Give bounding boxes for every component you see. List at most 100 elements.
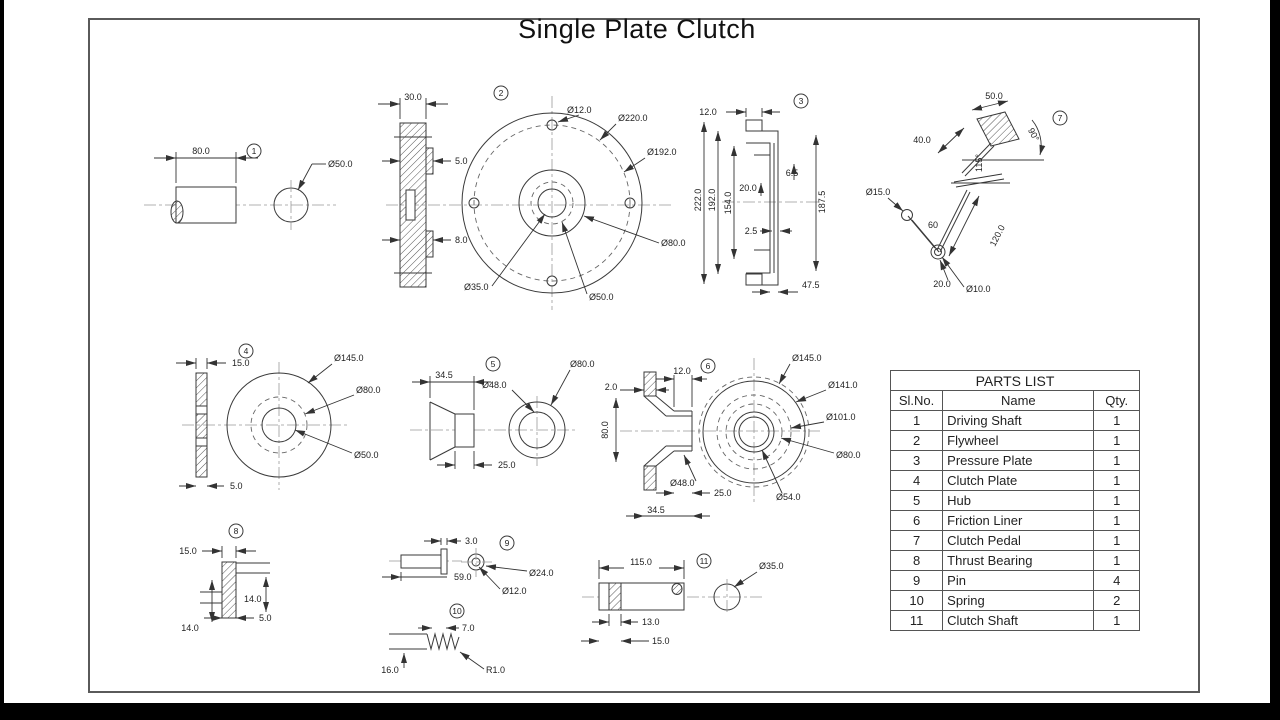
dim-label: 14.0: [181, 623, 199, 633]
dim-label: 222.0: [693, 189, 703, 212]
balloon-10: 10: [449, 603, 465, 619]
dim-label: 187.5: [817, 191, 827, 214]
part2-flywheel-view: 30.0 5.0 8.0 Ø12.0 Ø220.0: [378, 85, 686, 310]
dim-label: 7.0: [462, 623, 475, 633]
dim-label: Ø80.0: [836, 450, 861, 460]
dim-label: 34.5: [435, 370, 453, 380]
dim-label: Ø50.0: [354, 450, 379, 460]
dim-label: 5.0: [259, 613, 272, 623]
dim-label: Ø35.0: [464, 282, 489, 292]
parts-list-header-row: Sl.No. Name Qty.: [889, 390, 1140, 411]
dim-label: 5.0: [230, 481, 243, 491]
dim-label: Ø15.0: [866, 187, 891, 197]
dim-label: 5.0: [455, 156, 468, 166]
parts-list-title: PARTS LIST: [890, 370, 1140, 391]
balloon-6: 6: [700, 358, 716, 374]
dim-label: 3.0: [465, 536, 478, 546]
technical-drawing-canvas: 80.0 Ø50.0 1: [144, 85, 1068, 675]
dim-label: 154.0: [723, 192, 733, 215]
dim-label: Ø50.0: [328, 159, 353, 169]
balloon-11: 11: [696, 553, 712, 569]
dim-label: 115.0: [630, 557, 652, 567]
dim-label: R1.0: [486, 665, 505, 675]
part5-hub-view: 34.5 25.0 Ø48.0 Ø80.0 5: [410, 356, 595, 470]
col-name: Name: [942, 390, 1095, 411]
col-slno: Sl.No.: [889, 390, 944, 411]
dim-label: Ø50.0: [589, 292, 614, 302]
dim-label: Ø48.0: [482, 380, 507, 390]
dim-label: Ø80.0: [570, 359, 595, 369]
dim-label: 16.0: [381, 665, 399, 675]
dim-label: 40.0: [913, 135, 931, 145]
dim-label: 2.0: [605, 382, 618, 392]
dim-label: 15.0: [179, 546, 197, 556]
balloon-1: 1: [246, 143, 262, 159]
part8-thrust-bearing-view: 15.0 14.0 5.0 14.0 8: [179, 523, 272, 633]
dim-label: 14.0: [244, 594, 262, 604]
dim-label: 30.0: [404, 92, 422, 102]
dim-label: 13.0: [642, 617, 660, 627]
balloon-5: 5: [485, 356, 501, 372]
dim-label: 90°: [1026, 126, 1041, 143]
part7-clutch-pedal-view: 90° 115° 50.0 40.0 Ø15.0 60 120.0 20.0 Ø…: [866, 91, 1068, 294]
dim-label: 6.5: [786, 168, 799, 178]
dim-label: 25.0: [714, 488, 732, 498]
dim-label: 59.0: [454, 572, 472, 582]
dim-label: Ø35.0: [759, 561, 784, 571]
svg-text:7: 7: [1058, 113, 1063, 123]
dim-label: 20.0: [739, 183, 757, 193]
dim-label: 15.0: [232, 358, 250, 368]
dim-label: Ø220.0: [618, 113, 648, 123]
part6-friction-liner-view: 12.0 2.0 80.0 Ø48.0 25.0 34.5: [600, 353, 861, 519]
svg-text:2: 2: [499, 88, 504, 98]
dim-label: Ø192.0: [647, 147, 677, 157]
dim-label: Ø10.0: [966, 284, 991, 294]
dim-label: Ø48.0: [670, 478, 695, 488]
balloon-3: 3: [793, 93, 809, 109]
dim-label: 2.5: [745, 226, 758, 236]
svg-text:5: 5: [491, 359, 496, 369]
dim-label: 8.0: [455, 235, 468, 245]
part4-clutch-plate-view: 15.0 5.0 Ø145.0 Ø80.0 Ø50.0 4: [176, 343, 381, 491]
dim-label: 120.0: [988, 223, 1007, 248]
svg-text:11: 11: [700, 556, 709, 566]
col-qty: Qty.: [1093, 390, 1140, 411]
dim-label: Ø141.0: [828, 380, 858, 390]
balloon-8: 8: [228, 523, 244, 539]
dim-label: Ø12.0: [502, 586, 527, 596]
dim-label: 60: [928, 220, 938, 230]
dim-label: Ø145.0: [334, 353, 364, 363]
svg-text:3: 3: [799, 96, 804, 106]
dim-label: Ø24.0: [529, 568, 554, 578]
svg-text:4: 4: [244, 346, 249, 356]
svg-text:10: 10: [452, 606, 462, 616]
dim-label: Ø12.0: [567, 105, 592, 115]
dim-label: 80.0: [192, 146, 210, 156]
part3-pressure-plate-view: 12.0 222.0 192.0 154.0 187.5 20.0 6.5 2.…: [693, 93, 827, 295]
parts-list-title-row: PARTS LIST: [890, 370, 1140, 391]
dim-label: 25.0: [498, 460, 516, 470]
dim-label: 50.0: [985, 91, 1003, 101]
balloon-2: 2: [493, 85, 509, 101]
balloon-7: 7: [1052, 110, 1068, 126]
svg-text:1: 1: [252, 146, 257, 156]
dim-label: 20.0: [933, 279, 951, 289]
part9-pin-view: 3.0 59.0 Ø24.0 Ø12.0 9: [382, 535, 554, 596]
dim-label: 192.0: [707, 189, 717, 212]
balloon-4: 4: [238, 343, 254, 359]
dim-label: 15.0: [652, 636, 670, 646]
svg-text:8: 8: [234, 526, 239, 536]
